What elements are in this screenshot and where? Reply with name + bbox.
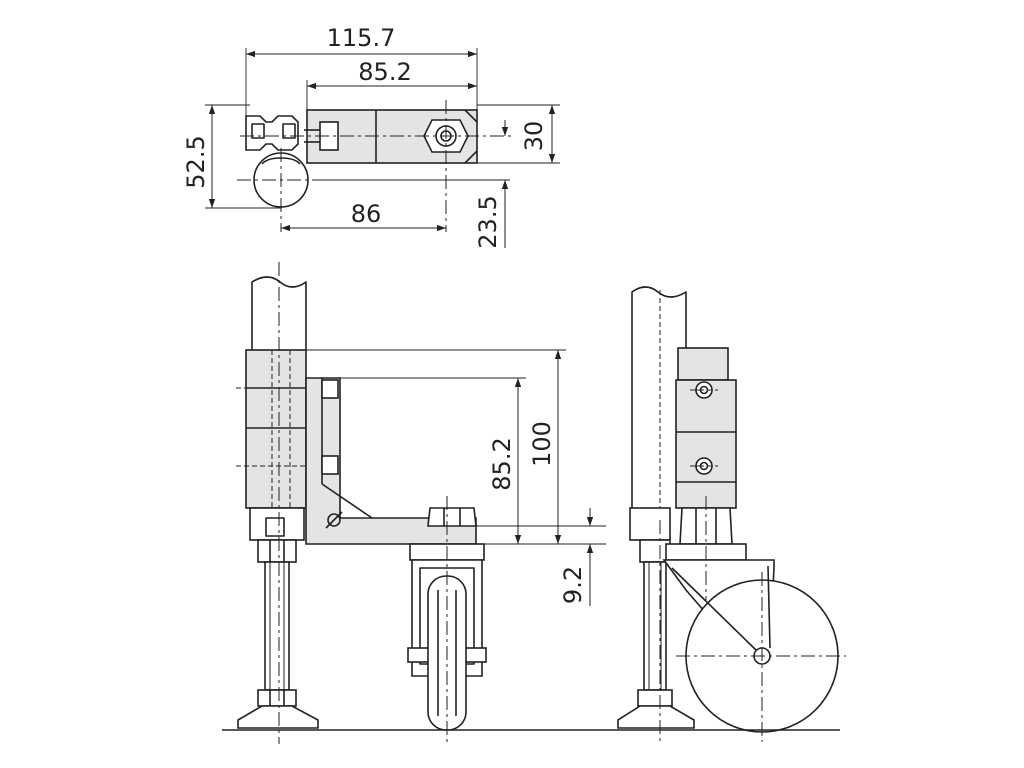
dim-85-2-top: 85.2: [358, 58, 411, 86]
front-foot-pad: [237, 705, 319, 729]
side-view: [602, 286, 846, 744]
front-adjuster-nut: [257, 539, 297, 563]
dim-52-5: 52.5: [182, 135, 210, 188]
side-foot-pad: [617, 705, 695, 729]
dim-86: 86: [351, 200, 382, 228]
dim-100: 100: [528, 421, 556, 467]
front-pipe: [251, 276, 307, 350]
dim-85-2-front: 85.2: [488, 437, 516, 490]
dim-30: 30: [520, 121, 548, 152]
front-threaded-rod: [264, 561, 290, 691]
dim-9-2: 9.2: [559, 566, 587, 604]
front-view: 100 85.2 9.2: [222, 262, 606, 744]
front-caster-nut: [427, 507, 477, 527]
side-pipe: [631, 286, 687, 508]
front-clamp-body: [245, 349, 307, 509]
side-bracket-plate: [677, 347, 729, 381]
dim-115-7: 115.7: [327, 24, 396, 52]
top-profile-clip: [245, 115, 299, 151]
top-view: 115.7 85.2 52.5 30 23.5 86: [182, 24, 560, 249]
dim-23-5: 23.5: [474, 195, 502, 248]
